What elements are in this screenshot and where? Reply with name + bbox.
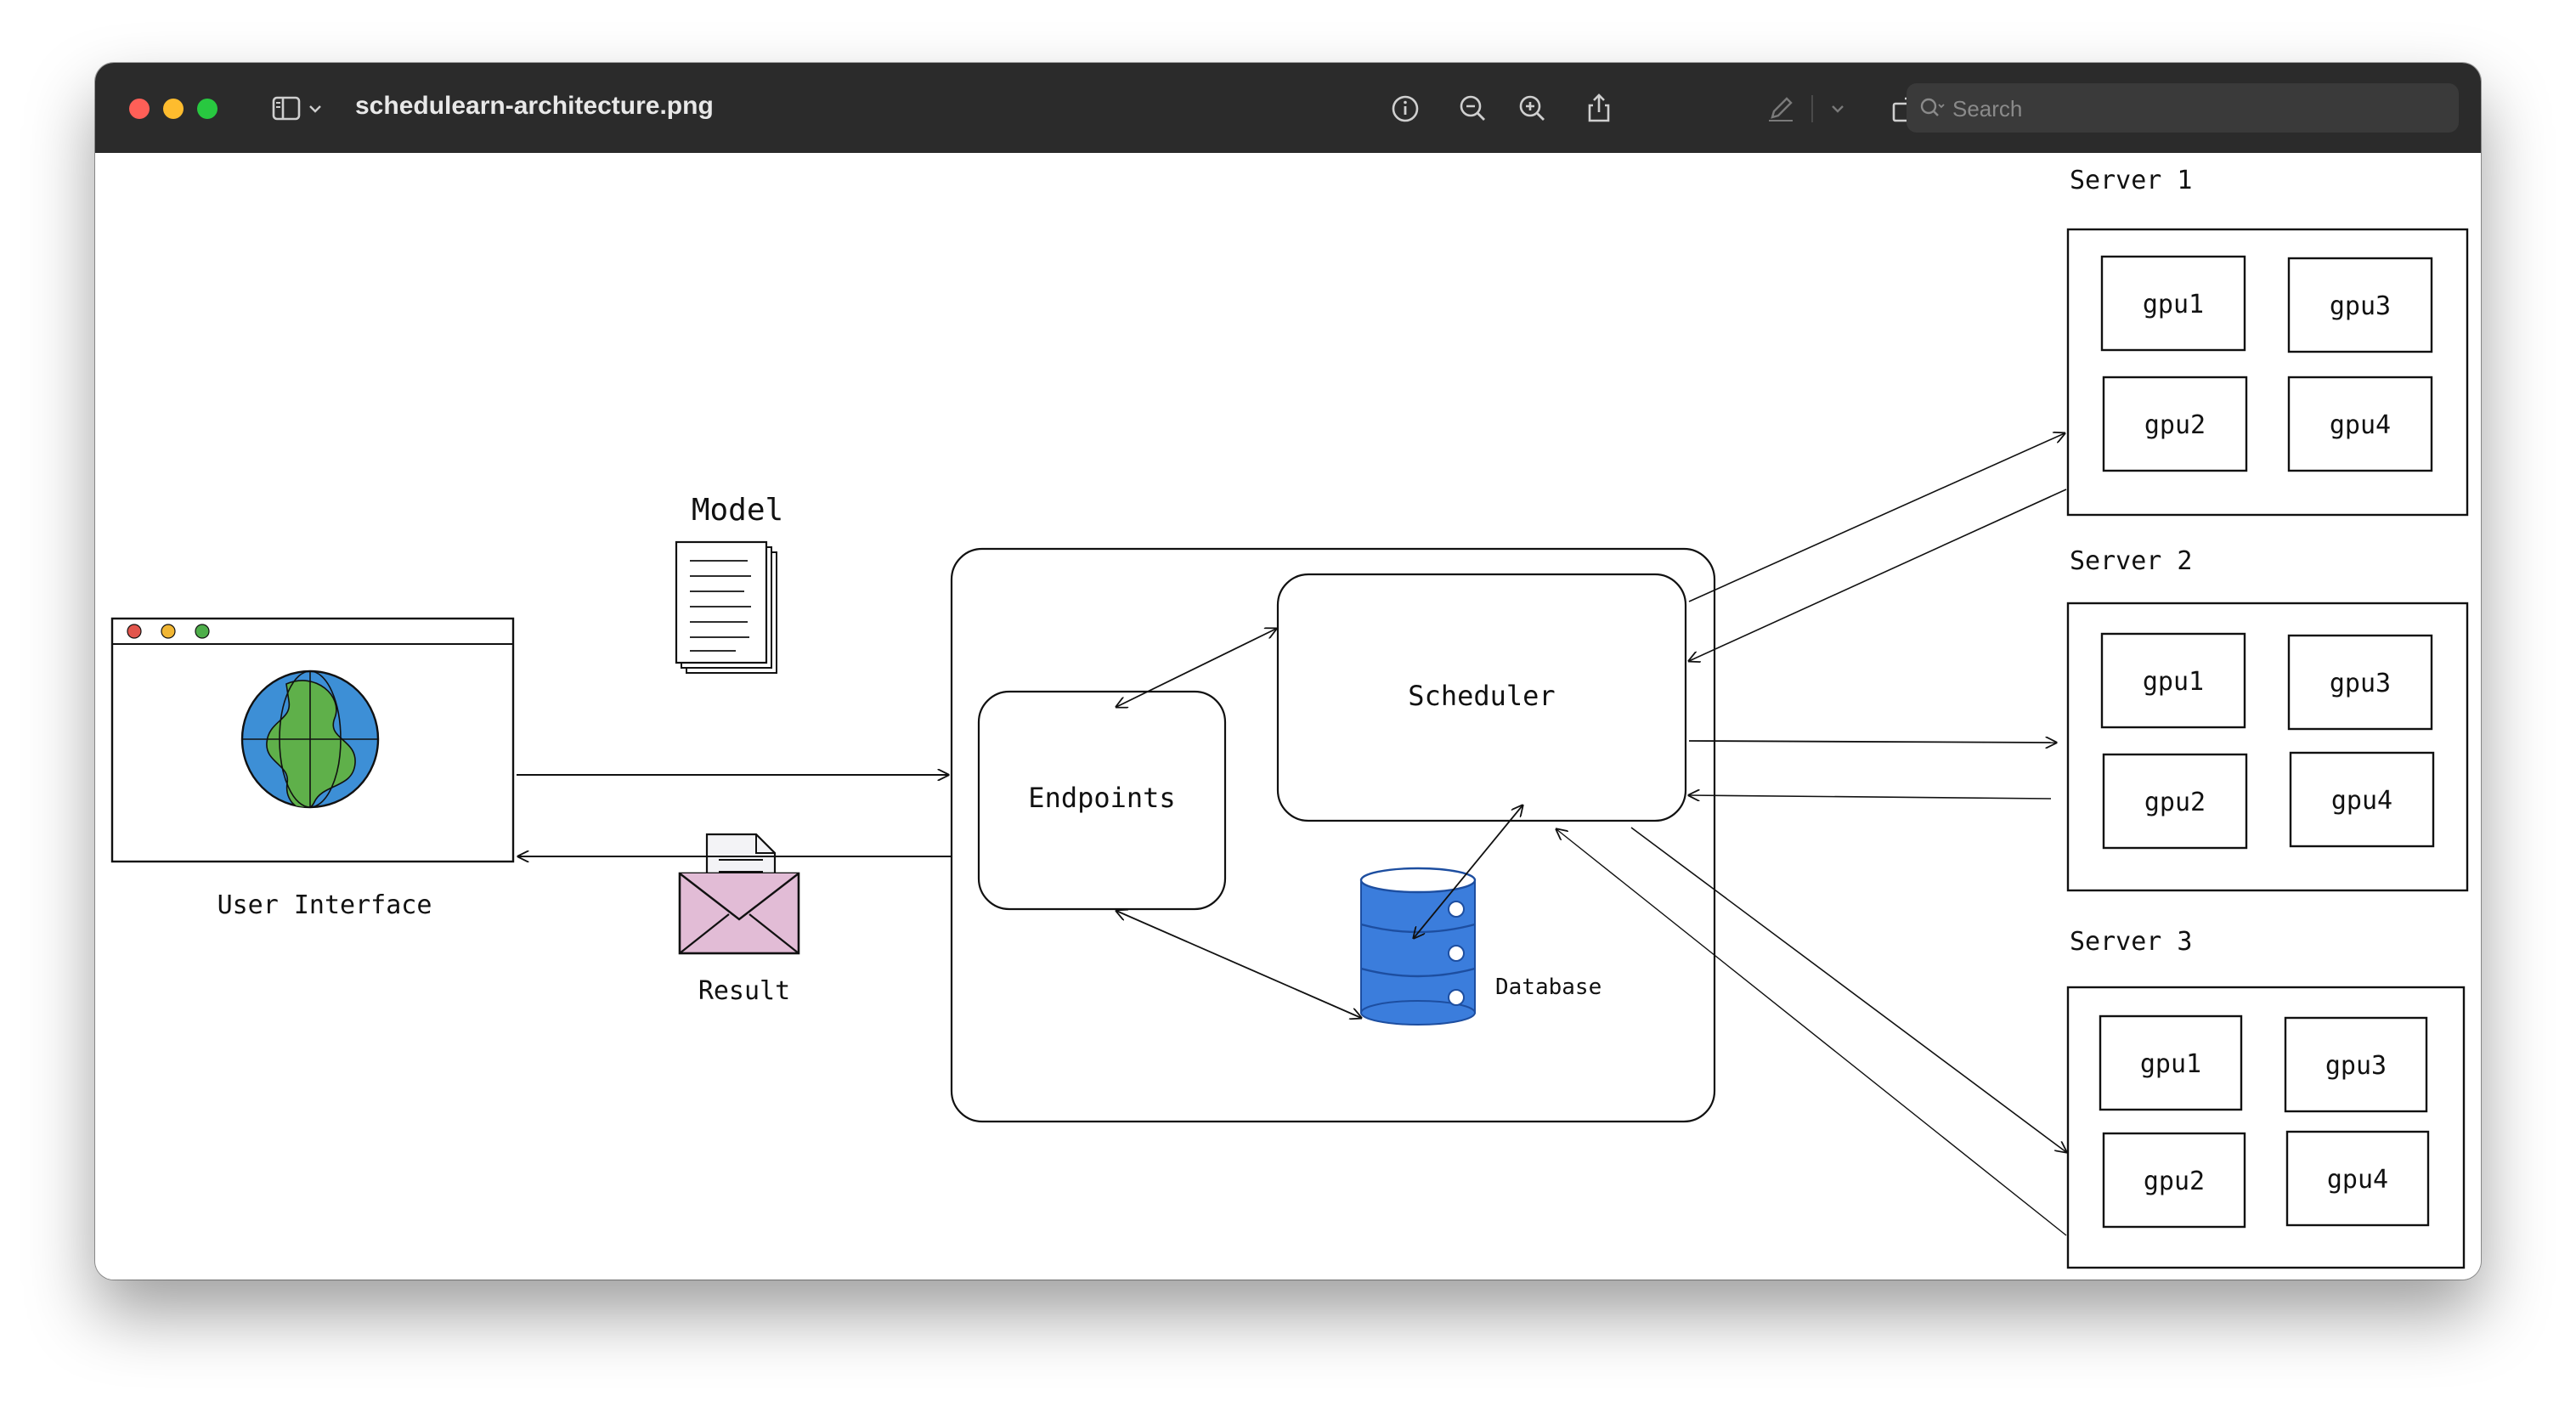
database-label: Database (1495, 975, 1602, 1000)
model-label: Model (692, 493, 783, 528)
endpoints-scheduler-arrow (1116, 629, 1276, 707)
server-label: Server 2 (2070, 546, 2193, 576)
gpu-box (2102, 753, 2248, 850)
markup-icon[interactable] (1760, 88, 1801, 129)
to-server3-arrow (1630, 827, 2066, 1152)
endpoints-database-arrow (1116, 911, 1361, 1018)
scheduler-node: Scheduler (1276, 573, 1687, 822)
endpoints-label: Endpoints (1028, 782, 1175, 814)
to-server1-arrow (1688, 433, 2065, 602)
gpu-box (2287, 634, 2433, 731)
to-server2-arrow (1688, 741, 2056, 743)
gpu-label: gpu4 (2327, 1165, 2388, 1195)
zoom-out-icon[interactable] (1453, 88, 1494, 129)
maximize-button[interactable] (197, 99, 217, 119)
gpu-box (2285, 1130, 2430, 1227)
gpu-label: gpu1 (2140, 1049, 2201, 1079)
chevron-down-icon[interactable] (1825, 88, 1850, 129)
zoom-in-icon[interactable] (1512, 88, 1553, 129)
gpu-label: gpu1 (2143, 667, 2204, 697)
gpu-label: gpu2 (2144, 788, 2206, 817)
backend-container: Endpoints Scheduler (950, 547, 1716, 1123)
chevron-down-icon[interactable] (302, 88, 328, 129)
share-icon[interactable] (1579, 88, 1619, 129)
server-label: Server 3 (2070, 927, 2193, 957)
title-bar: schedulearn-architecture.png (95, 63, 2481, 154)
server-label: Server 1 (2070, 166, 2193, 195)
gpu-label: gpu3 (2330, 669, 2391, 698)
gpu-box (2287, 376, 2433, 472)
gpu-label: gpu2 (2144, 410, 2206, 440)
browser-frame (110, 617, 515, 863)
server-3: Server 3 gpu1 gpu3 gpu2 gpu4 (2066, 927, 2466, 1269)
server-frame (2066, 602, 2469, 892)
document-title: schedulearn-architecture.png (355, 92, 714, 120)
browser-minimize-dot (161, 624, 176, 639)
gpu-box (2100, 632, 2246, 729)
model-node: Model (675, 493, 783, 674)
sidebar-icon[interactable] (267, 88, 308, 129)
endpoints-node: Endpoints (977, 690, 1227, 911)
search-input[interactable] (1951, 90, 2447, 127)
gpu-label: gpu1 (2143, 290, 2204, 319)
search-icon (1920, 98, 1945, 116)
gpu-label: gpu4 (2330, 410, 2391, 440)
database-icon (1359, 867, 1477, 1026)
database-node: Database (1359, 867, 1602, 1026)
gpu-box (2102, 1132, 2246, 1229)
document-stack-icon (675, 540, 777, 674)
gpu-box (2287, 257, 2433, 353)
result-node: Result (678, 833, 800, 1006)
gpu-box (2284, 1016, 2428, 1113)
gpu-label: gpu4 (2331, 786, 2392, 816)
browser-maximize-dot (195, 624, 210, 639)
minimize-button[interactable] (163, 99, 184, 119)
browser-close-dot (127, 624, 142, 639)
server-2: Server 2 gpu1 gpu3 gpu2 gpu4 (2066, 546, 2469, 892)
gpu-box (2289, 751, 2435, 848)
user-interface-node: User Interface (110, 617, 515, 920)
server-frame (2066, 228, 2469, 517)
server-frame (2066, 986, 2466, 1269)
user-interface-label: User Interface (217, 890, 432, 920)
scheduler-database-arrow (1414, 805, 1522, 938)
result-label: Result (698, 976, 790, 1006)
image-canvas: User Interface Model (95, 153, 2481, 1280)
server-1: Server 1 gpu1 gpu3 gpu2 gpu4 (2066, 166, 2469, 517)
gpu-label: gpu3 (2330, 291, 2391, 321)
close-button[interactable] (129, 99, 150, 119)
gpu-box (2102, 376, 2248, 472)
globe-icon (240, 670, 380, 809)
gpu-label: gpu2 (2144, 1167, 2205, 1196)
toolbar-divider (1811, 95, 1813, 122)
architecture-diagram: User Interface Model (110, 166, 2469, 1269)
from-server3-arrow (1556, 829, 2067, 1236)
search-field[interactable] (1907, 83, 2459, 133)
info-icon[interactable] (1385, 88, 1426, 129)
envelope-icon (678, 833, 800, 955)
from-server1-arrow (1689, 489, 2067, 661)
scheduler-label: Scheduler (1408, 680, 1555, 712)
gpu-box (2099, 1014, 2243, 1111)
gpu-box (2100, 255, 2246, 352)
preview-window: schedulearn-architecture.png (95, 63, 2481, 1280)
gpu-label: gpu3 (2325, 1051, 2387, 1081)
from-server2-arrow (1689, 795, 2052, 799)
